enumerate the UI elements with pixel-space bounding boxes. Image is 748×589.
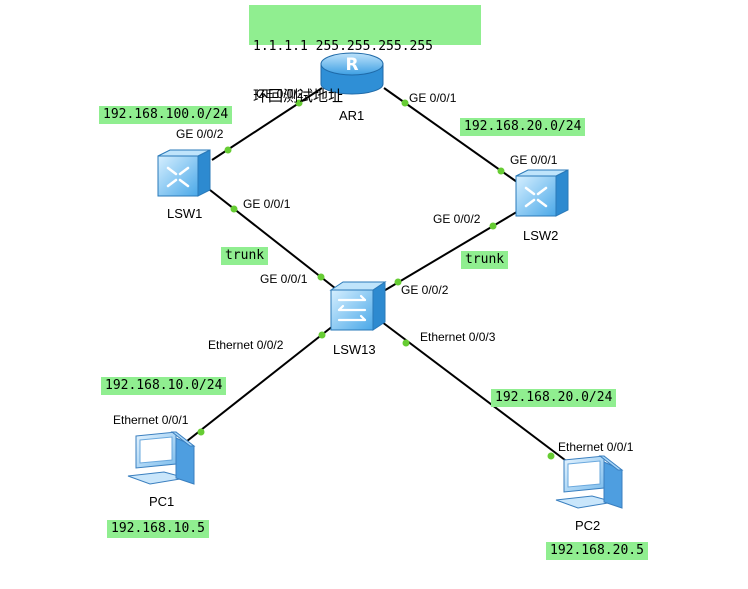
device-label-lsw13: LSW13 [333, 342, 376, 357]
svg-text:R: R [345, 55, 358, 75]
port-dot-pc2-eth001 [547, 452, 555, 460]
link-lsw13-pc1 [181, 321, 339, 446]
ip-label-pc2: 192.168.20.5 [546, 542, 648, 560]
port-label-ar1-ge002: GE 0/0/2 [256, 87, 304, 101]
switch-icon[interactable] [157, 149, 211, 197]
port-label-lsw1-ge002: GE 0/0/2 [176, 127, 224, 141]
port-dot-lsw13-eth003 [402, 339, 410, 347]
link-lsw2-lsw13 [381, 209, 521, 293]
port-label-lsw13-ge002: GE 0/0/2 [401, 283, 449, 297]
port-label-lsw2-ge002: GE 0/0/2 [433, 212, 481, 226]
port-dot-lsw1-ge001 [230, 205, 238, 213]
port-dot-lsw2-ge002 [489, 222, 497, 230]
port-label-lsw2-ge001: GE 0/0/1 [510, 153, 558, 167]
loopback-note: 1.1.1.1 255.255.255.255 环回测试地址 [249, 5, 481, 105]
port-dot-lsw1-ge002 [224, 146, 232, 154]
port-dot-lsw13-ge001 [317, 273, 325, 281]
trunk-label-left: trunk [221, 247, 269, 265]
switch-icon[interactable] [329, 281, 387, 331]
port-dot-pc1-eth001 [197, 428, 205, 436]
pc-icon[interactable] [555, 455, 624, 509]
trunk-label-right: trunk [461, 251, 509, 269]
port-dot-lsw2-ge001 [497, 167, 505, 175]
port-label-pc1-eth001: Ethernet 0/0/1 [113, 413, 189, 427]
loopback-description: 环回测试地址 [253, 87, 344, 105]
port-dot-lsw13-ge002 [394, 278, 402, 286]
port-label-lsw13-ge001: GE 0/0/1 [260, 272, 308, 286]
switch-icon[interactable] [515, 169, 569, 217]
router-icon[interactable]: R [320, 52, 384, 95]
device-label-lsw1: LSW1 [167, 206, 203, 221]
port-label-ar1-ge001: GE 0/0/1 [409, 91, 457, 105]
link-lsw13-pc2 [381, 321, 566, 461]
device-label-pc2: PC2 [575, 518, 601, 533]
port-dot-ar1-ge001 [401, 99, 409, 107]
subnet-label-lsw2: 192.168.20.0/24 [460, 118, 586, 136]
loopback-address: 1.1.1.1 255.255.255.255 [253, 39, 434, 54]
subnet-label-pc1: 192.168.10.0/24 [101, 377, 227, 395]
port-label-lsw13-eth002: Ethernet 0/0/2 [208, 338, 284, 352]
subnet-label-lsw1: 192.168.100.0/24 [99, 106, 233, 124]
port-dot-ar1-ge002 [295, 99, 303, 107]
port-label-lsw13-eth003: Ethernet 0/0/3 [420, 330, 496, 344]
port-dot-lsw13-eth002 [318, 331, 326, 339]
device-label-pc1: PC1 [149, 494, 175, 509]
pc-icon[interactable] [127, 431, 196, 485]
ip-label-pc1: 192.168.10.5 [107, 520, 209, 538]
port-label-lsw1-ge001: GE 0/0/1 [243, 197, 291, 211]
port-label-pc2-eth001: Ethernet 0/0/1 [558, 440, 634, 454]
port-dots [197, 99, 555, 460]
subnet-label-pc2: 192.168.20.0/24 [491, 389, 617, 407]
device-label-ar1: AR1 [339, 108, 365, 123]
device-label-lsw2: LSW2 [523, 228, 559, 243]
